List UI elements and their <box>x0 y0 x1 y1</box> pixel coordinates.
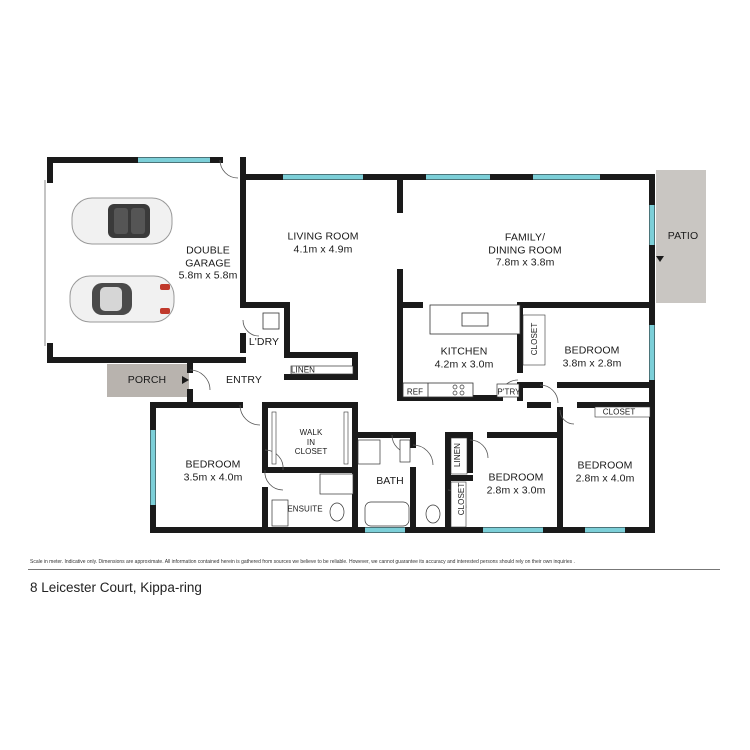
family-name: FAMILY/ DINING ROOM <box>488 231 562 256</box>
entry-name: ENTRY <box>226 373 262 386</box>
closet2-name: CLOSET <box>602 407 636 417</box>
room-label-pantry: P'TRY <box>497 387 520 397</box>
bed-sw-dim: 3.5m x 4.0m <box>183 471 243 483</box>
bathtub <box>364 501 410 527</box>
room-label-bed-sw: BEDROOM 3.5m x 4.0m <box>184 459 243 484</box>
bed-ne-dim: 3.8m x 2.8m <box>562 357 622 369</box>
room-label-garage: DOUBLE GARAGE 5.8m x 5.8m <box>179 244 238 282</box>
patio-name: PATIO <box>667 229 699 242</box>
linen1-name: LINEN <box>290 365 316 375</box>
garage-name: DOUBLE GARAGE <box>185 244 231 269</box>
room-label-family: FAMILY/ DINING ROOM 7.8m x 3.8m <box>488 231 561 269</box>
room-label-bed-ne: BEDROOM 3.8m x 2.8m <box>563 345 622 370</box>
property-address: 8 Leicester Court, Kippa-ring <box>30 580 202 595</box>
linen2-name: LINEN <box>452 442 462 468</box>
bed-s-name: BEDROOM <box>488 471 544 484</box>
closet-rail <box>271 411 277 465</box>
ensuite-name: ENSUITE <box>287 504 323 514</box>
family-dim: 7.8m x 3.8m <box>495 256 555 269</box>
laundry-tub <box>262 312 280 330</box>
bath-name: BATH <box>376 474 404 487</box>
wc-toilet <box>425 504 441 524</box>
porch-area <box>107 364 189 397</box>
room-label-bed-se: BEDROOM 2.8m x 4.0m <box>576 460 635 485</box>
bath-shower <box>357 439 381 465</box>
porch-arrow-icon <box>182 376 189 384</box>
closet-se <box>594 406 651 418</box>
room-label-ref: REF <box>407 387 423 397</box>
kitchen-sink <box>461 312 489 327</box>
room-label-kitchen: KITCHEN 4.2m x 3.0m <box>435 346 494 371</box>
kitchen-name: KITCHEN <box>440 345 488 358</box>
room-label-bed-s: BEDROOM 2.8m x 3.0m <box>487 472 546 497</box>
laundry-name: L'DRY <box>248 335 280 348</box>
room-label-ensuite: ENSUITE <box>287 504 322 514</box>
living-name: LIVING ROOM <box>287 230 359 243</box>
room-label-living: LIVING ROOM 4.1m x 4.9m <box>287 231 358 256</box>
bed-s-dim: 2.8m x 3.0m <box>486 484 546 496</box>
kitchen-bench <box>402 382 474 398</box>
room-label-walkin: WALK IN CLOSET <box>295 428 328 457</box>
divider-line <box>28 569 720 570</box>
bed-sw-name: BEDROOM <box>185 458 241 471</box>
disclaimer-text: Scale in meter. Indicative only. Dimensi… <box>30 559 575 565</box>
room-label-closet1: CLOSET <box>529 323 542 356</box>
room-label-entry: ENTRY <box>226 374 262 387</box>
patio-area <box>656 170 706 303</box>
room-label-laundry: L'DRY <box>249 336 279 349</box>
ref-name: REF <box>406 387 424 397</box>
closet-ne <box>522 314 546 366</box>
closet3-name: CLOSET <box>456 482 466 516</box>
bed-se-dim: 2.8m x 4.0m <box>575 472 635 484</box>
car-convertible-icon <box>71 197 173 245</box>
bath-vanity <box>399 439 411 463</box>
closet-s <box>450 481 467 528</box>
walkin-name: WALK IN CLOSET <box>294 427 328 456</box>
bed-ne-name: BEDROOM <box>564 344 620 357</box>
living-dim: 4.1m x 4.9m <box>293 243 353 255</box>
pantry-box <box>496 383 520 398</box>
ensuite-shower <box>319 473 354 495</box>
room-label-porch: PORCH <box>128 374 166 387</box>
kitchen-dim: 4.2m x 3.0m <box>434 358 494 370</box>
room-label-closet2: CLOSET <box>603 407 636 417</box>
room-label-bath: BATH <box>376 475 404 488</box>
ensuite-toilet <box>329 502 345 522</box>
porch-name: PORCH <box>127 373 167 386</box>
closet1-name: CLOSET <box>529 322 539 356</box>
room-label-closet3: CLOSET <box>456 483 469 516</box>
windows <box>138 157 655 533</box>
bed-se-name: BEDROOM <box>577 459 633 472</box>
linen-shelf <box>290 365 354 375</box>
room-label-patio: PATIO <box>668 230 698 243</box>
room-label-linen2: LINEN <box>452 443 465 467</box>
ensuite-vanity <box>271 499 289 527</box>
linen2-box <box>450 437 468 475</box>
garage-dim: 5.8m x 5.8m <box>178 269 238 282</box>
patio-arrow-icon <box>656 256 664 262</box>
pantry-name: P'TRY <box>497 387 521 397</box>
room-label-linen1: LINEN <box>291 365 315 375</box>
car-coupe-icon <box>69 275 175 323</box>
